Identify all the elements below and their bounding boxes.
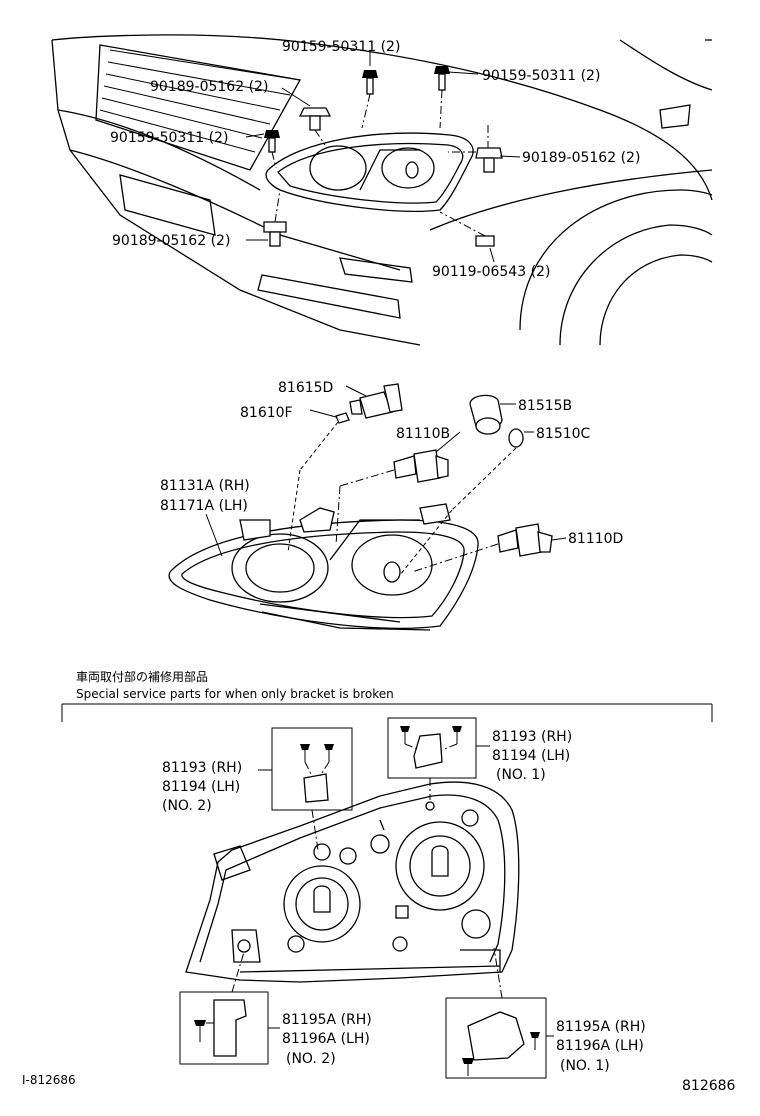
label-90189-lowerleft: 90189-05162 (2): [112, 233, 230, 249]
screw-90159-top-icon: [361, 70, 378, 129]
label-81193-no1: 81193 (RH): [492, 729, 572, 745]
label-81610F: 81610F: [240, 405, 293, 421]
label-81196-no1: 81196A (LH): [556, 1038, 644, 1054]
section-title-en: Special service parts for when only brac…: [76, 687, 394, 701]
label-81194-no1: 81194 (LH): [492, 748, 570, 764]
label-90189-right: 90189-05162 (2): [522, 150, 640, 166]
inset-box-81195-no1: [445, 947, 547, 1079]
section-title-jp: 車両取付部の補修用部品: [76, 669, 208, 684]
socket-81515B-icon: [469, 394, 503, 435]
label-no2-b: (NO. 2): [286, 1051, 336, 1067]
socket-81615D-icon: [349, 383, 403, 419]
label-90159-top: 90159-50311 (2): [282, 39, 400, 55]
bulb-81610F-icon: [287, 412, 350, 553]
bulb-81510C-icon: [399, 428, 524, 576]
label-81515B: 81515B: [518, 398, 572, 414]
label-81194-no2: 81194 (LH): [162, 779, 240, 795]
clip-90189-lowerleft-icon: [263, 189, 287, 247]
label-no1-b: (NO. 1): [560, 1058, 610, 1074]
clip-90189-topleft-icon: [298, 107, 332, 146]
label-81615D: 81615D: [278, 380, 333, 396]
label-81195-no1: 81195A (RH): [556, 1019, 646, 1035]
vehicle-front-drawing: [51, 34, 713, 346]
label-no1-a: (NO. 1): [496, 767, 546, 783]
leader-lines-bottom: [258, 745, 554, 1037]
headlamp-installed: [265, 132, 474, 212]
label-81110B: 81110B: [396, 426, 450, 442]
label-81171A: 81171A (LH): [160, 498, 248, 514]
inset-box-81195-no2: [179, 951, 269, 1065]
label-81195-no2: 81195A (RH): [282, 1012, 372, 1028]
inset-box-81193-no1: [387, 717, 477, 800]
label-90119: 90119-06543 (2): [432, 264, 550, 280]
headlamp-assembly-drawing: [168, 503, 479, 631]
leader-lines-top: [245, 50, 521, 263]
label-81193-no2: 81193 (RH): [162, 760, 242, 776]
headlamp-rear-view: [185, 781, 520, 983]
label-no2-a: (NO. 2): [162, 798, 212, 814]
screw-90159-right-icon: [434, 66, 450, 129]
bolt-90119-icon: [439, 211, 495, 247]
label-90159-right: 90159-50311 (2): [482, 68, 600, 84]
bulb-81110B-icon: [335, 449, 449, 546]
label-81110D: 81110D: [568, 531, 623, 547]
leader-lines-middle: [205, 385, 567, 557]
reference-code-right: 812686: [682, 1078, 736, 1094]
label-90189-topleft: 90189-05162 (2): [150, 79, 268, 95]
label-81510C: 81510C: [536, 426, 591, 442]
label-90159-left: 90159-50311 (2): [110, 130, 228, 146]
reference-code-left: I-812686: [22, 1073, 76, 1087]
label-81196-no2: 81196A (LH): [282, 1031, 370, 1047]
inset-box-81193-no2: [271, 727, 353, 851]
label-81131A: 81131A (RH): [160, 478, 250, 494]
screw-90159-left-icon: [264, 130, 280, 169]
clip-90189-right-icon: [448, 125, 503, 173]
bulb-81110D-icon: [411, 523, 553, 573]
